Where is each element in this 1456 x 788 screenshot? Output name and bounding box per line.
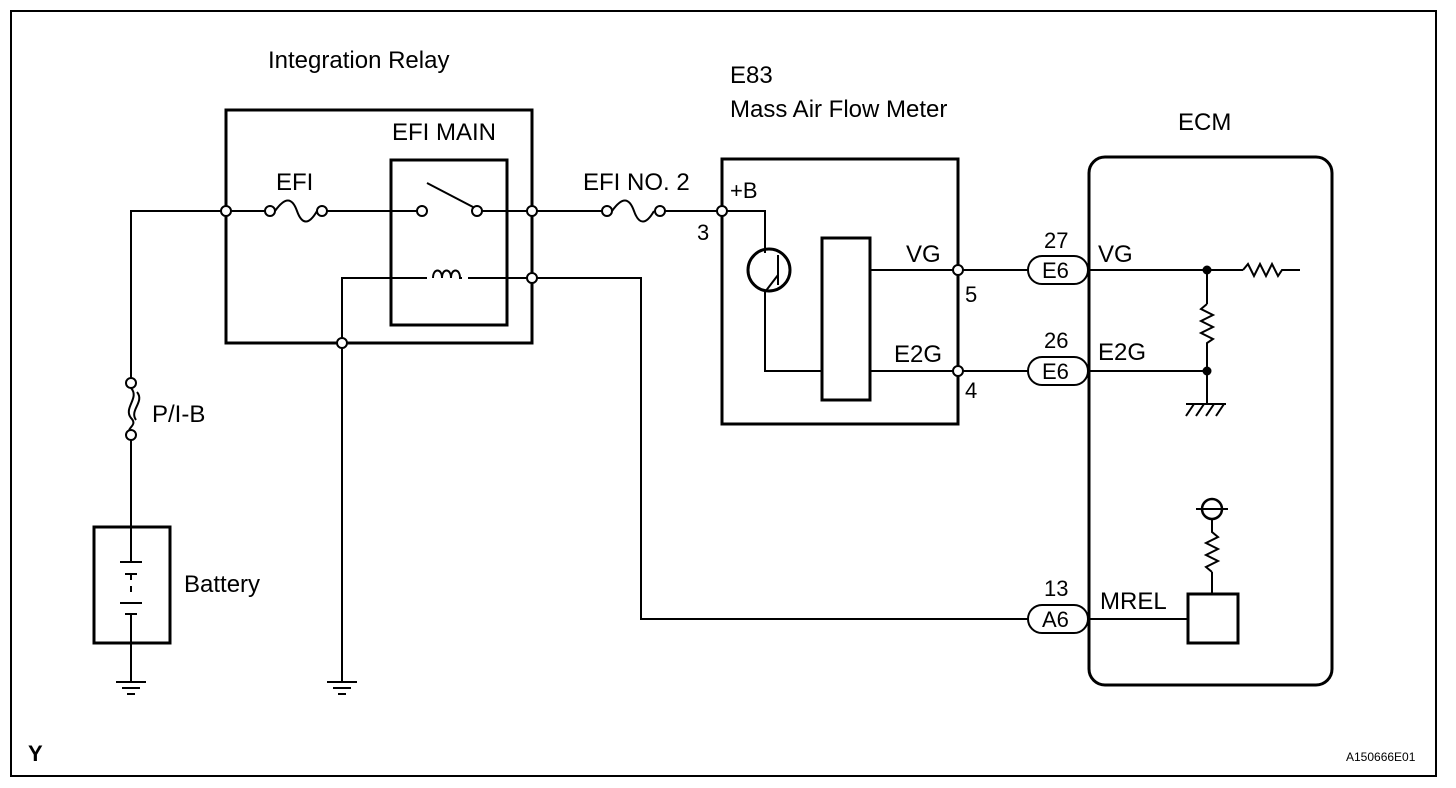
conn-vg-id: E6 (1042, 258, 1069, 283)
wire-coil-ground (341, 277, 427, 682)
maf-pin-4: 4 (965, 378, 977, 403)
ecm-box (1087, 155, 1334, 687)
pib-label: P/I-B (152, 401, 205, 428)
ecm-mrel-label: MREL (1100, 588, 1167, 615)
ecm-label: ECM (1178, 109, 1231, 136)
wire-battery-to-relay (130, 210, 226, 383)
wire-maf-internal-e (764, 292, 822, 372)
ecm-mrel-driver-box (1186, 592, 1240, 645)
terminal-nodes (125, 205, 964, 441)
efi-main-relay-box (389, 158, 509, 327)
figure-code: A150666E01 (1346, 750, 1416, 764)
node-maf-pin-5 (952, 264, 964, 276)
pib-fusible-link-inner (133, 391, 141, 421)
node-efi-right (316, 205, 328, 217)
relay-switch-arm (426, 182, 474, 208)
maf-sensor-element (820, 236, 872, 402)
maf-pin-3: 3 (697, 220, 709, 245)
node-relay-out (526, 205, 538, 217)
node-pib-top (125, 377, 137, 389)
node-switch-left (416, 205, 428, 217)
ecm-vg-resistor-symbol (1242, 261, 1300, 279)
integration-relay-box (224, 108, 534, 345)
node-switch-right (471, 205, 483, 217)
battery-label: Battery (184, 571, 260, 598)
conn-e2g-number: 26 (1044, 328, 1068, 353)
integration-relay-label: Integration Relay (268, 47, 449, 74)
efi-no2-label: EFI NO. 2 (583, 169, 690, 196)
ecm-power-source-symbol (1196, 497, 1228, 521)
node-maf-pin-4 (952, 365, 964, 377)
ground-symbol-relay (327, 681, 357, 695)
ecm-vg-label: VG (1098, 241, 1133, 268)
maf-e2g-label: E2G (894, 341, 942, 368)
corner-letter: Y (28, 741, 43, 766)
battery-cells-symbol (120, 527, 142, 643)
efi-main-label: EFI MAIN (392, 119, 496, 146)
conn-mrel-number: 13 (1044, 576, 1068, 601)
maf-vg-label: VG (906, 241, 941, 268)
node-relay-ground (336, 337, 348, 349)
node-relay-in (220, 205, 232, 217)
maf-plus-b-label: +B (730, 178, 758, 203)
conn-e2g-id: E6 (1042, 359, 1069, 384)
wire-maf-internal-plus-b (722, 210, 766, 253)
wire-mrel (532, 277, 1028, 620)
ecm-chassis-ground-symbol (1185, 403, 1226, 417)
ecm-vg-junction (1202, 265, 1212, 275)
maf-code-label: E83 (730, 62, 773, 89)
maf-pin-5: 5 (965, 282, 977, 307)
node-efi-left (264, 205, 276, 217)
ecm-e2g-label: E2G (1098, 339, 1146, 366)
ecm-e2g-junction (1202, 366, 1212, 376)
efi-no2-fuse-symbol (611, 199, 655, 223)
efi-fuse-symbol (274, 199, 318, 223)
conn-mrel-id: A6 (1042, 607, 1069, 632)
node-efi-no2-right (654, 205, 666, 217)
maf-transistor-symbol (746, 247, 792, 293)
ecm-vg-pulldown-resistor (1198, 303, 1216, 371)
maf-name-label: Mass Air Flow Meter (730, 96, 947, 123)
maf-box (720, 157, 960, 426)
node-pib-bottom (125, 429, 137, 441)
diagram-frame (10, 10, 1437, 777)
node-coil-out (526, 272, 538, 284)
ecm-mrel-pullup-resistor (1203, 520, 1221, 573)
node-efi-no2-left (601, 205, 613, 217)
node-maf-pin-3 (716, 205, 728, 217)
maf-transistor-emitter (764, 274, 779, 293)
pib-fusible-link-symbol (127, 387, 135, 435)
efi-fuse-label: EFI (276, 169, 313, 196)
conn-vg-number: 27 (1044, 228, 1068, 253)
ground-symbol-battery (116, 681, 146, 695)
relay-coil-symbol (432, 269, 462, 279)
